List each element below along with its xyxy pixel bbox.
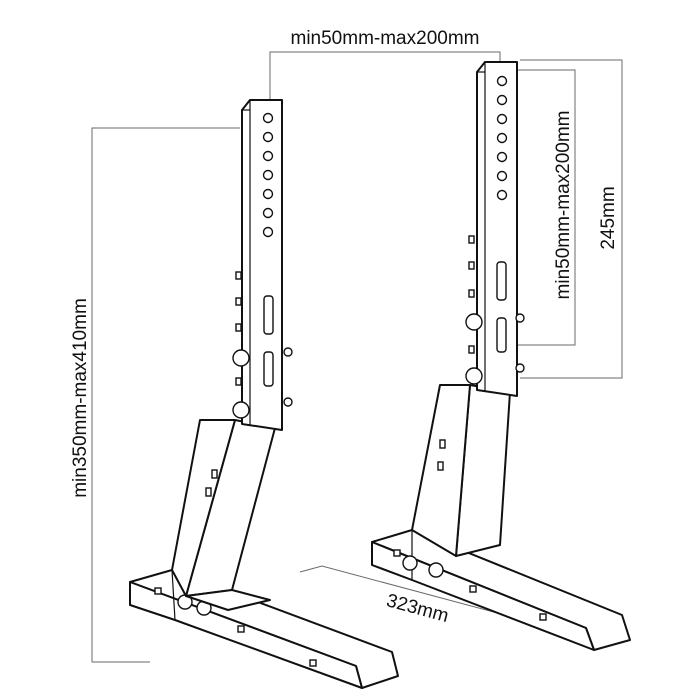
left-upright bbox=[232, 99, 293, 431]
knob bbox=[232, 401, 250, 419]
foot-hole bbox=[402, 555, 418, 571]
top-spacing-label: min50mm-max200mm bbox=[291, 28, 480, 49]
knob bbox=[465, 313, 483, 331]
knob bbox=[232, 349, 250, 367]
dimension-lines bbox=[91, 51, 623, 663]
vertical-spacing-dimension-line bbox=[515, 69, 576, 346]
left-leg bbox=[171, 419, 276, 611]
top-spacing-dimension-line bbox=[269, 51, 501, 100]
foot-hole bbox=[428, 562, 444, 578]
adjust-slot bbox=[263, 351, 274, 387]
total-height-label: min350mm-max410mm bbox=[70, 298, 91, 498]
right-upright bbox=[465, 61, 525, 397]
right-stand bbox=[371, 61, 631, 651]
right-foot bbox=[371, 529, 631, 651]
foot-length-label: 323mm bbox=[384, 590, 451, 627]
left-foot bbox=[129, 569, 399, 689]
adjust-slot bbox=[263, 295, 274, 335]
adjust-slot bbox=[496, 261, 507, 301]
plate-height-dimension-line bbox=[520, 59, 623, 379]
plate-height-label: 245mm bbox=[598, 186, 619, 249]
adjust-slot bbox=[496, 317, 507, 353]
knob bbox=[465, 367, 483, 385]
right-leg bbox=[411, 384, 511, 557]
total-height-dimension-line bbox=[91, 127, 240, 663]
vertical-spacing-label: min50mm-max200mm bbox=[553, 111, 574, 300]
left-stand bbox=[129, 99, 399, 689]
